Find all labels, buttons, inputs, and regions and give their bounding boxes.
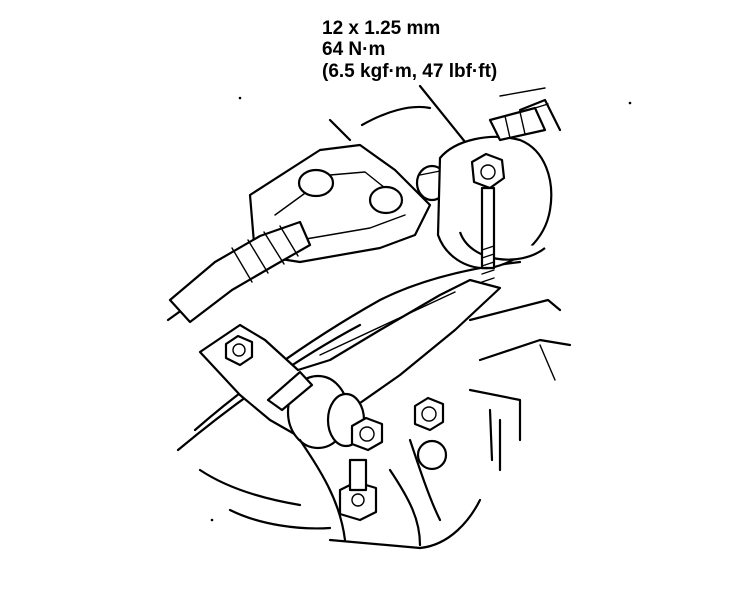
tie-rod-bolt (470, 152, 506, 283)
bracket-bolts (224, 334, 448, 522)
torque-alt-label: (6.5 kgf·m, 47 lbf·ft) (322, 61, 498, 82)
lower-mount (198, 438, 482, 550)
side-brace (468, 298, 572, 472)
rack-boot (168, 220, 312, 324)
scan-dots (210, 96, 632, 522)
thread-spec-label: 12 x 1.25 mm (322, 18, 441, 39)
torque-nm-label: 64 N·m (322, 39, 386, 60)
